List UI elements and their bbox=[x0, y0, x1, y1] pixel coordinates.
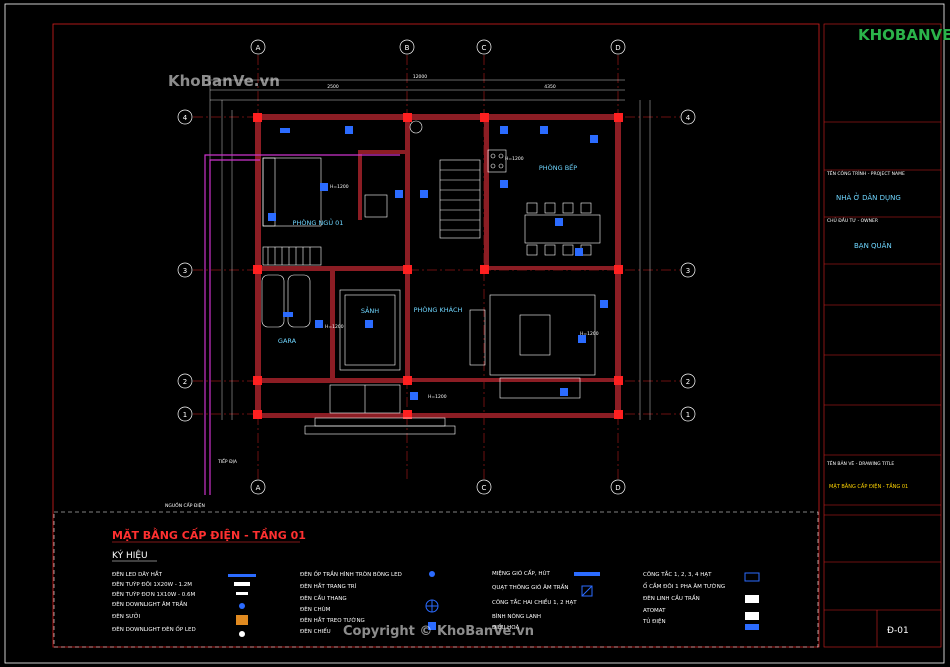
grid-label-col-a-bottom: A bbox=[256, 484, 261, 492]
dimension-lines bbox=[209, 75, 651, 420]
room-label-bedroom: PHÒNG NGỦ 01 bbox=[293, 217, 344, 227]
wardrobe bbox=[262, 246, 322, 266]
grid-bubble-col-c-bottom bbox=[476, 479, 492, 495]
title-block-frame bbox=[823, 23, 942, 648]
room-label-kitchen: PHÒNG BẾP bbox=[539, 162, 577, 172]
room-label-living: PHÒNG KHÁCH bbox=[414, 305, 463, 314]
dim-overall: 12000 bbox=[413, 74, 427, 80]
grid-bubble-row-1-right bbox=[680, 406, 696, 422]
structural-columns bbox=[253, 113, 623, 419]
grid-bubble-col-b-top bbox=[399, 39, 415, 55]
dim-segment-1: 2500 bbox=[327, 84, 339, 90]
grid-label-row-4-right: 4 bbox=[686, 114, 691, 122]
h-label-2: H=1200 bbox=[505, 156, 524, 162]
h-label-3: H=1200 bbox=[580, 331, 599, 337]
grid-bubble-row-1-left bbox=[177, 406, 193, 422]
grid-bubble-row-2-right bbox=[680, 373, 696, 389]
power-cable bbox=[204, 154, 400, 495]
height-annotations: H=1200 H=1200 H=1200 H=1200 H=1200 bbox=[325, 156, 599, 400]
room-labels: PHÒNG NGỦ 01 PHÒNG BẾP SẢNH PHÒNG KHÁCH … bbox=[278, 162, 577, 345]
symbol-downlight bbox=[239, 603, 245, 609]
symbol-tube-double bbox=[234, 582, 250, 586]
shower bbox=[364, 194, 388, 218]
dining-table bbox=[524, 214, 601, 244]
grid-label-row-3: 3 bbox=[183, 267, 187, 275]
symbol-breaker bbox=[745, 612, 759, 620]
car-2 bbox=[287, 274, 311, 328]
grid-bubble-row-4-left bbox=[177, 109, 193, 125]
symbol-downlight-led bbox=[239, 631, 245, 637]
h-label-4: H=1200 bbox=[325, 324, 344, 330]
grid-label-col-a: A bbox=[256, 44, 261, 52]
car-1 bbox=[261, 274, 285, 328]
cable-notes: TIẾP ĐỊA NGUỒN CẤP ĐIỆN bbox=[165, 457, 238, 509]
legend-symbols bbox=[228, 571, 760, 637]
grid-bubble-row-4-right bbox=[680, 109, 696, 125]
toilet bbox=[409, 120, 423, 134]
grid-label-col-d: D bbox=[615, 44, 620, 52]
grid-label-row-2: 2 bbox=[183, 378, 187, 386]
grid-label-col-c-bottom: C bbox=[482, 484, 487, 492]
grid-label-row-2-right: 2 bbox=[686, 378, 690, 386]
h-label-5: H=1200 bbox=[428, 394, 447, 400]
symbol-wall-light bbox=[428, 622, 436, 630]
grid-bubble-col-d-top bbox=[610, 39, 626, 55]
note-grounding: TIẾP ĐỊA bbox=[217, 457, 238, 465]
symbol-tube-single bbox=[236, 592, 248, 595]
grid-labels: A B C D A C D 4 3 2 1 4 3 2 1 bbox=[183, 44, 691, 492]
staircase bbox=[439, 159, 481, 239]
sofa-area bbox=[489, 294, 596, 376]
grid-label-row-1-right: 1 bbox=[686, 411, 690, 419]
room-label-garage: GARA bbox=[278, 337, 297, 345]
grid-label-col-c: C bbox=[482, 44, 487, 52]
grid-bubble-col-c-top bbox=[476, 39, 492, 55]
grid-bubble-col-a-top bbox=[250, 39, 266, 55]
grid-bubble-row-3-right bbox=[680, 262, 696, 278]
symbol-exhaust-fan bbox=[581, 585, 593, 597]
coffee-table bbox=[519, 314, 551, 356]
stove bbox=[487, 149, 507, 173]
tv-cabinet bbox=[469, 309, 486, 366]
symbol-ceiling-round bbox=[429, 571, 435, 577]
grid-bubble-row-2-left bbox=[177, 373, 193, 389]
legend-heading: KÝ HIỆU bbox=[112, 549, 148, 561]
grid-label-row-3-right: 3 bbox=[686, 267, 690, 275]
symbol-switch bbox=[744, 572, 760, 582]
sheet-border bbox=[4, 3, 945, 664]
symbol-led-strip bbox=[228, 574, 256, 577]
grid-label-col-b: B bbox=[405, 44, 410, 52]
drawing-title: MẶT BẰNG CẤP ĐIỆN - TẦNG 01 bbox=[112, 527, 306, 542]
h-label-1: H=1200 bbox=[330, 184, 349, 190]
symbol-heater bbox=[236, 615, 248, 625]
sheet-number: Đ-01 bbox=[887, 626, 909, 636]
grid-bubble-col-d-bottom bbox=[610, 479, 626, 495]
grid-bubble-row-3-left bbox=[177, 262, 193, 278]
room-label-hall: SẢNH bbox=[361, 306, 379, 315]
symbol-socket bbox=[745, 595, 759, 603]
walls bbox=[255, 114, 622, 419]
grid-bubble-col-a-bottom bbox=[250, 479, 266, 495]
grid-label-col-d-bottom: D bbox=[615, 484, 620, 492]
grid-bubbles bbox=[177, 39, 696, 495]
legend-frame bbox=[53, 511, 819, 648]
symbol-air-vent bbox=[574, 572, 600, 576]
symbol-panel bbox=[745, 624, 759, 630]
note-power-source: NGUỒN CẤP ĐIỆN bbox=[165, 500, 205, 509]
dim-segment-2: 4350 bbox=[544, 84, 556, 90]
electrical-devices bbox=[268, 126, 608, 400]
grid-label-row-4: 4 bbox=[183, 114, 188, 122]
grid-label-row-1: 1 bbox=[183, 411, 187, 419]
hall-rug bbox=[339, 289, 401, 371]
dimension-texts: 12000 2500 4350 bbox=[327, 74, 556, 90]
